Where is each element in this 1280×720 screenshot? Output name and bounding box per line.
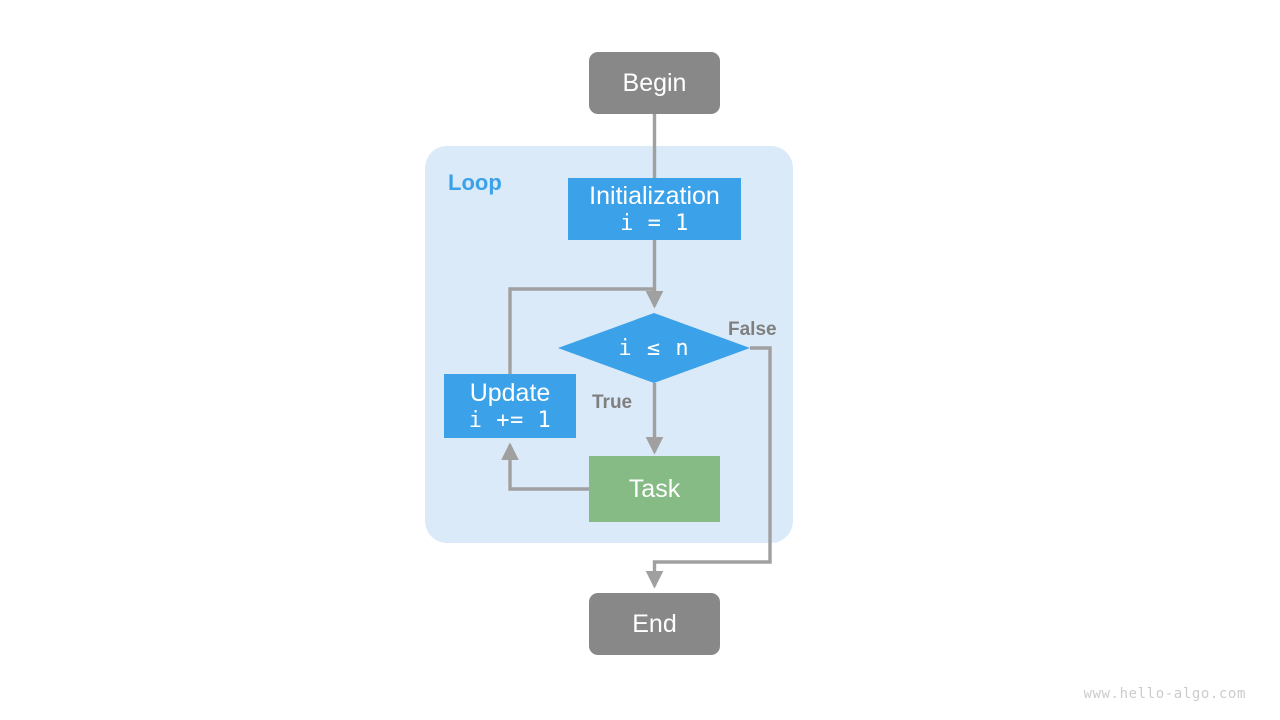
node-end-label: End	[632, 610, 677, 638]
node-task-label: Task	[628, 475, 681, 503]
node-condition-code: i ≤ n	[618, 335, 690, 361]
edge-label-false: False	[728, 319, 777, 340]
node-update[interactable]: Update i += 1	[444, 374, 576, 438]
node-initialization-code: i = 1	[620, 210, 689, 236]
node-begin-label: Begin	[622, 69, 687, 97]
node-begin[interactable]: Begin	[589, 52, 720, 114]
edge-update-to-condition	[508, 287, 655, 374]
decision-diamond-shape	[558, 313, 750, 383]
node-end[interactable]: End	[589, 593, 720, 655]
node-update-code: i += 1	[468, 407, 552, 433]
node-update-label: Update	[469, 378, 551, 407]
edge-condition-false-to-end	[645, 346, 772, 589]
edge-label-true: True	[592, 392, 633, 413]
loop-group-label: Loop	[448, 170, 502, 195]
node-initialization[interactable]: Initialization i = 1	[568, 178, 741, 240]
node-initialization-label: Initialization	[589, 181, 720, 210]
node-condition[interactable]: i ≤ n	[558, 313, 750, 383]
edge-task-to-update	[501, 442, 589, 491]
watermark: www.hello-algo.com	[1083, 686, 1246, 702]
node-task[interactable]: Task	[589, 456, 720, 522]
